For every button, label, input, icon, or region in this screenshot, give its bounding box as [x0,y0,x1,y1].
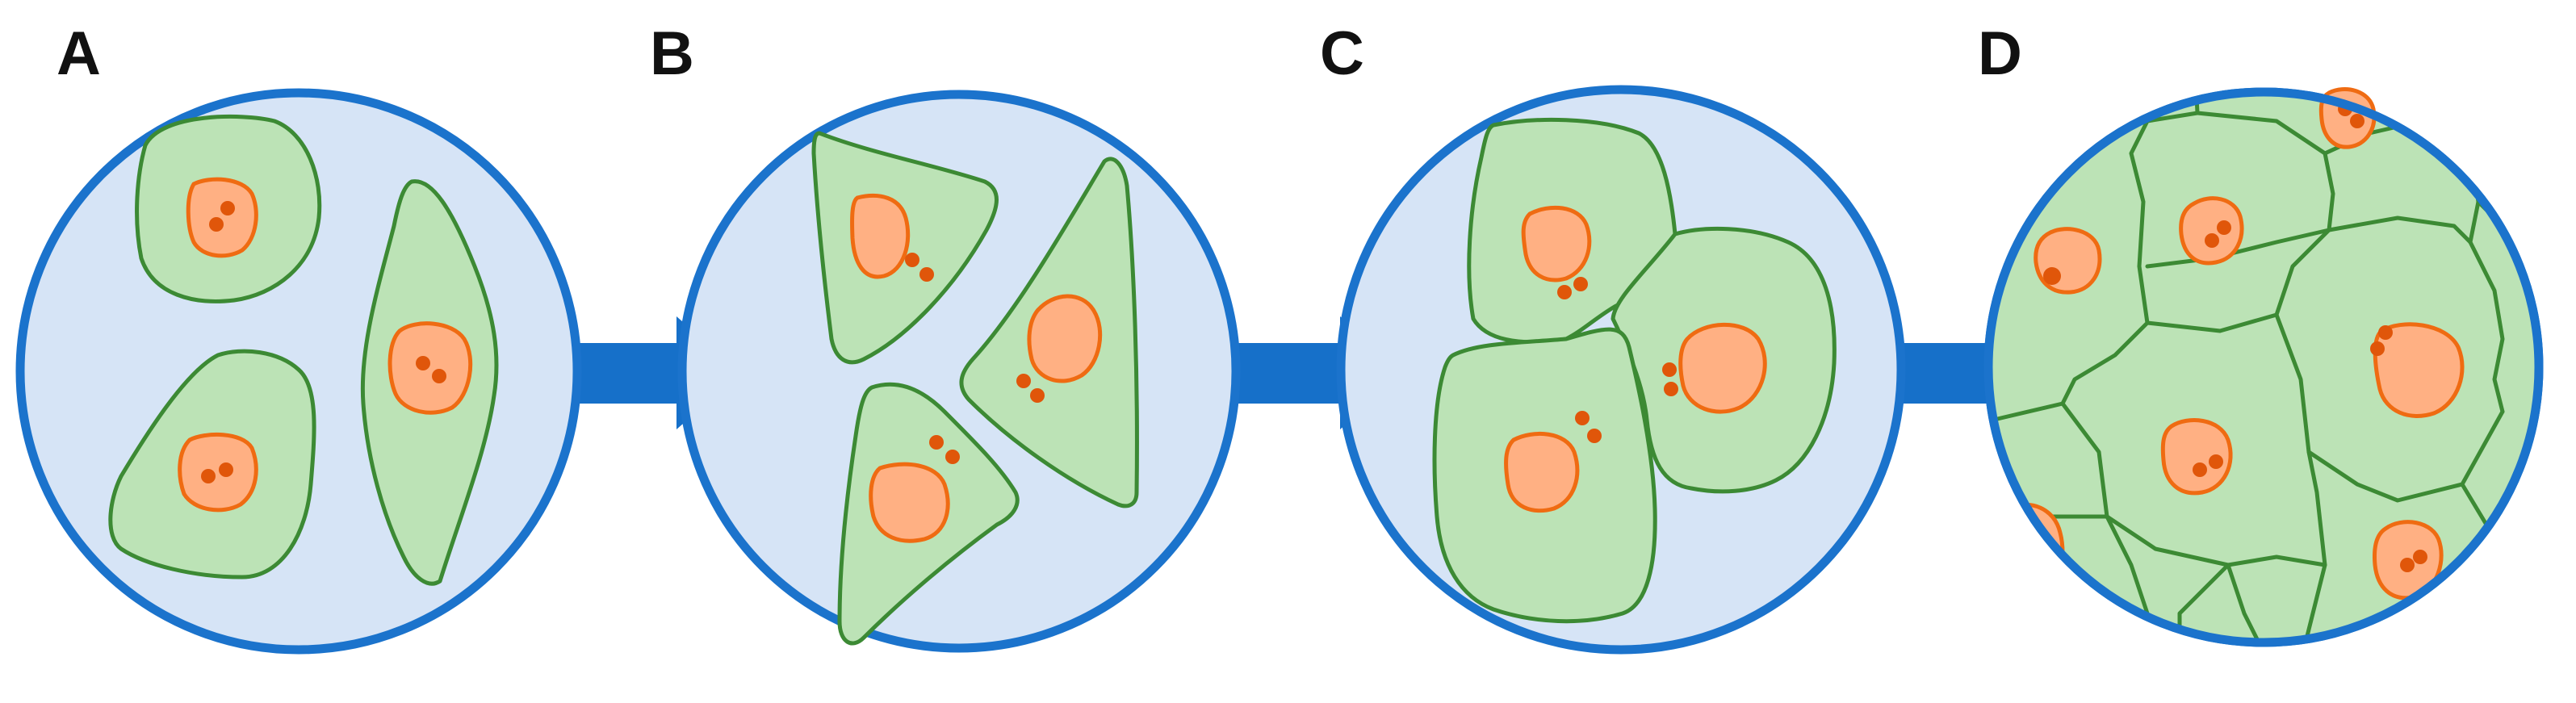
panel-b-label: B [650,19,694,88]
panel-c: C [1320,19,1906,655]
cell [837,382,1020,646]
cell [1611,226,1837,494]
cell [2370,322,2465,418]
panel-c-label: C [1320,19,1364,88]
cell [2179,196,2244,266]
panel-a-label: A [57,19,101,88]
cell [135,114,322,303]
cell [2034,227,2102,295]
panel-d-rim [1983,87,2544,647]
cell [959,157,1139,508]
cell [360,179,499,586]
cell [811,131,999,365]
cell [108,349,316,580]
cell [2160,418,2233,496]
panel-d-label: D [1978,19,2022,88]
cell [1467,117,1678,345]
panel-d: D [1978,19,2544,647]
cell [1432,327,1657,624]
panel-a: A [15,19,582,655]
panel-b: B [650,19,1241,653]
